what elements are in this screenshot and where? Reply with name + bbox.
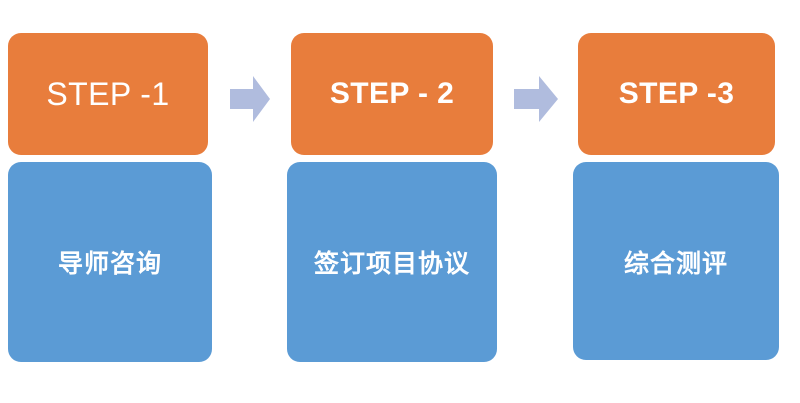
step-3-header-box[interactable]: STEP -3 xyxy=(578,33,775,155)
step-column-3: STEP -3 综合测评 xyxy=(560,0,800,403)
step-column-2: STEP - 2 签订项目协议 xyxy=(280,0,510,403)
step-3-body-label: 综合测评 xyxy=(623,250,728,278)
arrow-right-icon xyxy=(230,74,270,124)
arrow-right-icon xyxy=(514,74,558,124)
step-1-body-label: 导师咨询 xyxy=(57,250,162,278)
step-1-body-box[interactable]: 导师咨询 xyxy=(8,162,212,362)
arrow-right-glyph xyxy=(514,76,558,122)
step-1-header-box[interactable]: STEP -1 xyxy=(8,33,208,155)
step-2-header-label: STEP - 2 xyxy=(329,77,455,110)
arrow-right-glyph xyxy=(230,76,270,122)
step-2-body-box[interactable]: 签订项目协议 xyxy=(287,162,497,362)
step-3-header-label: STEP -3 xyxy=(618,77,735,110)
step-column-1: STEP -1 导师咨询 xyxy=(0,0,230,403)
step-1-header-label: STEP -1 xyxy=(46,76,170,112)
step-2-header-box[interactable]: STEP - 2 xyxy=(291,33,493,155)
step-2-body-label: 签订项目协议 xyxy=(313,250,470,278)
step-3-body-box[interactable]: 综合测评 xyxy=(573,162,779,360)
